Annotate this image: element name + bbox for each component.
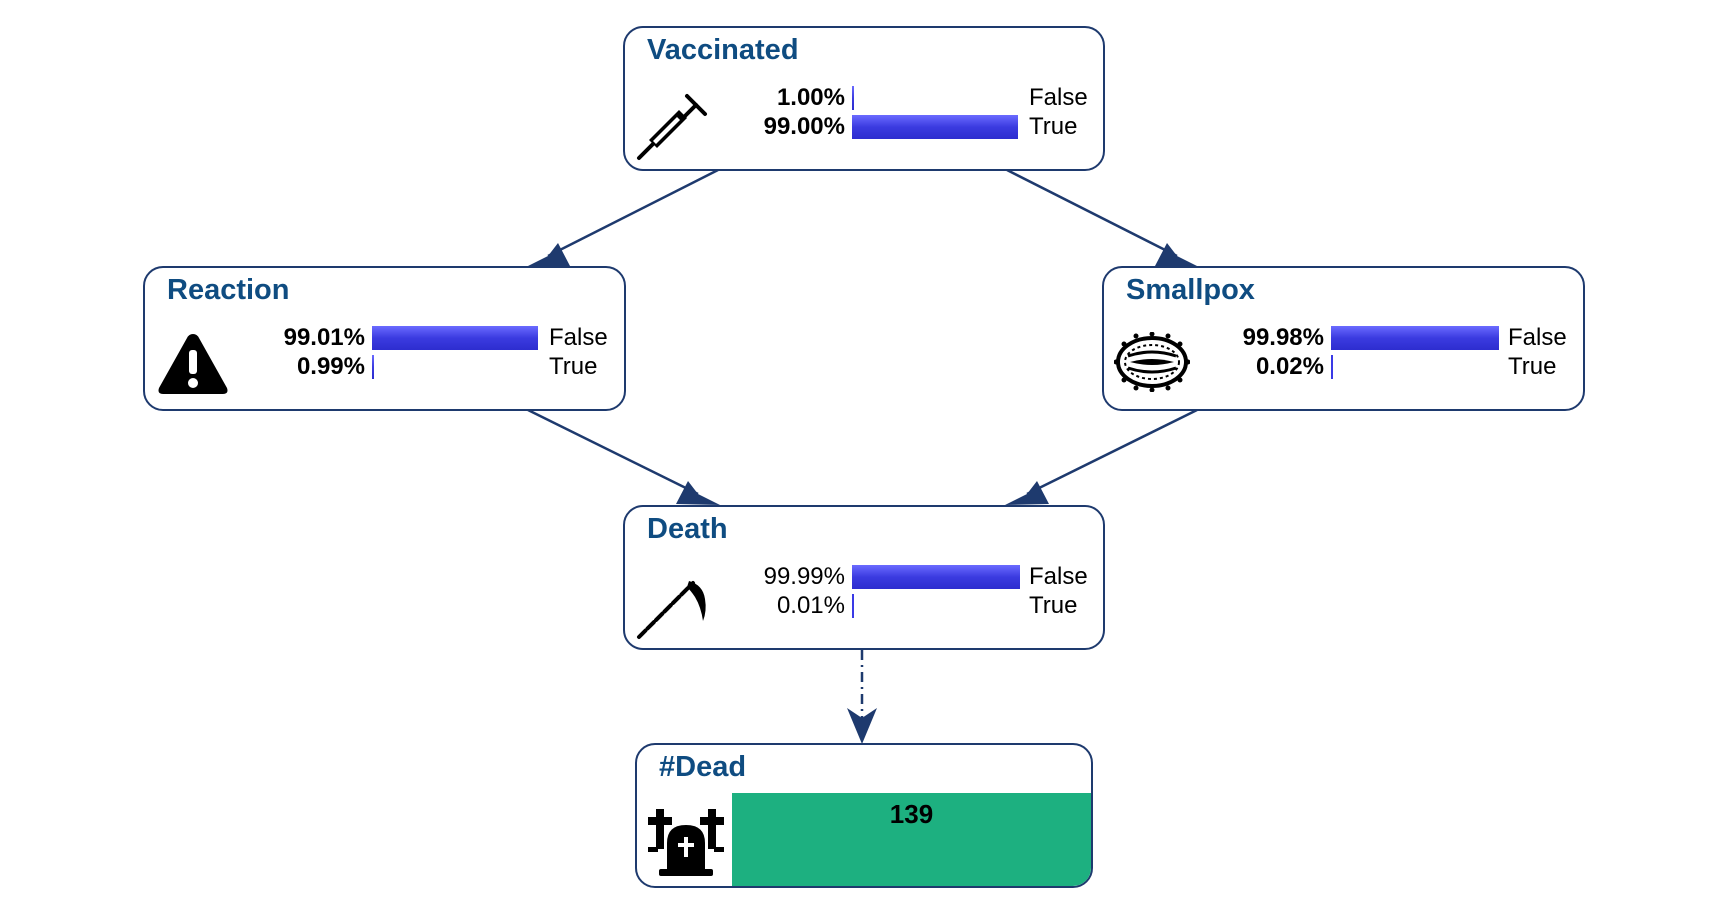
probability-bar xyxy=(1331,326,1499,350)
state-row: 0.02% True xyxy=(1204,353,1574,381)
warning-icon xyxy=(155,330,231,403)
arrowhead-death-right xyxy=(1005,481,1049,505)
node-title: Reaction xyxy=(167,274,290,306)
state-percent: 99.98% xyxy=(1242,324,1324,351)
state-row: 99.99% False xyxy=(725,563,1095,591)
state-label: False xyxy=(1029,563,1088,590)
state-label: True xyxy=(1508,353,1557,380)
state-row: 99.98% False xyxy=(1204,324,1574,352)
node-death[interactable]: Death 99.99% False 0.01% True xyxy=(623,505,1105,650)
state-percent: 0.99% xyxy=(296,353,365,380)
state-label: False xyxy=(1508,324,1567,351)
virus-icon xyxy=(1113,331,1191,397)
node-vaccinated[interactable]: Vaccinated 1.00% False 99.00% True xyxy=(623,26,1105,171)
state-percent: 99.00% xyxy=(763,113,845,140)
state-label: False xyxy=(549,324,608,351)
dead-count-value: 139 xyxy=(889,799,934,829)
counter-display: 139 xyxy=(732,793,1091,886)
syringe-icon xyxy=(635,86,711,167)
probability-bar xyxy=(372,326,540,350)
edge-vaccinated-smallpox xyxy=(1006,168,1178,258)
state-percent: 99.01% xyxy=(283,324,365,351)
arrowhead-death-left xyxy=(676,481,720,505)
state-row: 99.01% False xyxy=(245,324,615,352)
edge-smallpox-death xyxy=(1026,408,1198,496)
scythe-icon xyxy=(635,567,711,648)
probability-bar xyxy=(1331,355,1499,379)
edge-reaction-death xyxy=(527,408,699,496)
probability-bar xyxy=(372,355,540,379)
state-percent: 1.00% xyxy=(776,84,845,111)
arrowhead-smallpox xyxy=(1155,243,1199,267)
state-label: False xyxy=(1029,84,1088,111)
state-percent: 0.02% xyxy=(1255,353,1324,380)
node-title: Vaccinated xyxy=(647,34,799,66)
arrowhead-reaction xyxy=(526,243,570,267)
state-row: 1.00% False xyxy=(725,84,1095,112)
state-row: 0.01% True xyxy=(725,592,1095,620)
state-label: True xyxy=(1029,113,1078,140)
edge-vaccinated-reaction xyxy=(547,168,719,258)
state-percent: 0.01% xyxy=(776,592,845,619)
node-reaction[interactable]: Reaction 99.01% False 0.99% True xyxy=(143,266,626,411)
probability-bar xyxy=(852,86,1020,110)
node-title: #Dead xyxy=(659,751,747,783)
state-row: 0.99% True xyxy=(245,353,615,381)
probability-bar xyxy=(852,594,1020,618)
graveyard-icon xyxy=(645,803,727,884)
state-label: True xyxy=(549,353,598,380)
node-smallpox[interactable]: Smallpox 99.98% False 0.02% xyxy=(1102,266,1585,411)
probability-bar xyxy=(852,565,1020,589)
arrowhead-dead xyxy=(847,708,877,744)
node-title: Smallpox xyxy=(1126,274,1255,306)
state-label: True xyxy=(1029,592,1078,619)
state-row: 99.00% True xyxy=(725,113,1095,141)
probability-bar xyxy=(852,115,1020,139)
state-percent: 99.99% xyxy=(763,563,845,590)
node-dead-count[interactable]: #Dead 139 xyxy=(635,743,1093,888)
node-title: Death xyxy=(647,513,728,545)
